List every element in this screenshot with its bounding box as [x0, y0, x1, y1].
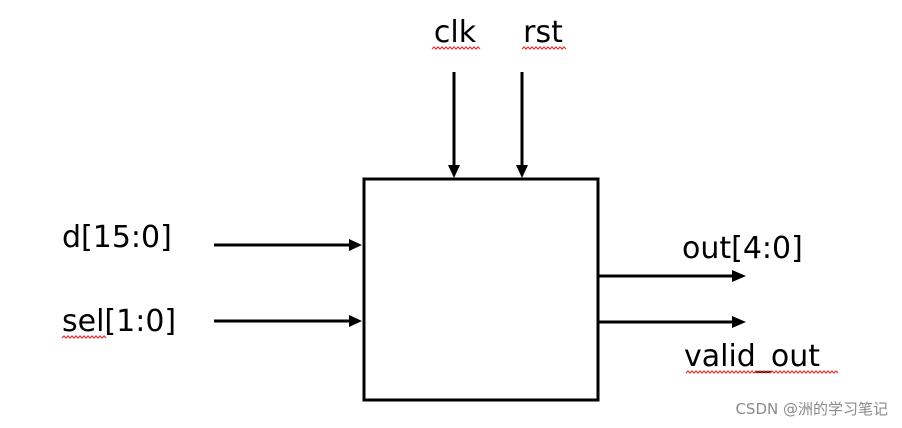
- csdn-watermark: CSDN @洲的学习笔记: [735, 400, 888, 418]
- rst-arrowhead: [516, 165, 528, 178]
- clk-arrowhead: [448, 165, 460, 178]
- out-arrowhead: [732, 270, 746, 282]
- valid-out-arrowhead: [732, 316, 746, 328]
- rst-label: rst: [523, 15, 563, 50]
- d-label: d[15:0]: [62, 220, 172, 255]
- sel-arrowhead: [349, 315, 362, 327]
- out-label: out[4:0]: [682, 231, 803, 266]
- clk-spellcheck-underline: [431, 46, 481, 50]
- rst-spellcheck-underline: [521, 46, 567, 50]
- valid-out-label: valid_out: [684, 339, 820, 374]
- d-arrowhead: [349, 239, 362, 251]
- module-block: [362, 177, 600, 402]
- sel-spellcheck-underline: [61, 335, 107, 339]
- clk-label: clk: [434, 15, 477, 50]
- valid-out-spellcheck-underline: [685, 370, 839, 374]
- sel-label: sel[1:0]: [62, 304, 176, 339]
